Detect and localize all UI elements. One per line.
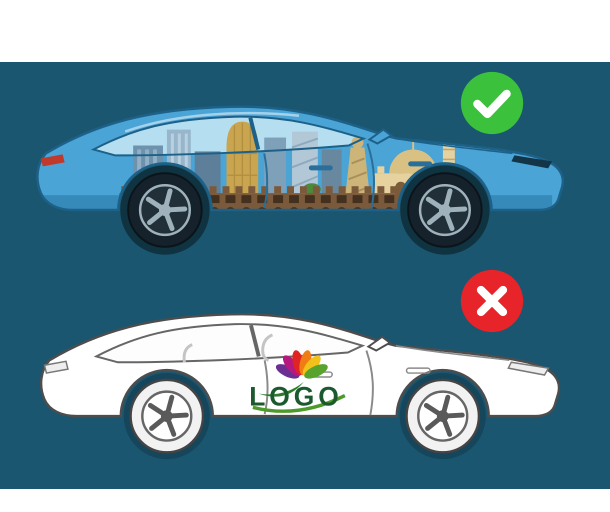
- b-pillar: [248, 117, 261, 150]
- b-pillar: [249, 324, 261, 357]
- cross-icon: [459, 268, 525, 334]
- front-wheel: [399, 373, 486, 460]
- plain-car-illustration: LOGO: [39, 312, 561, 460]
- roof-highlight: [124, 111, 300, 133]
- hood-line: [395, 344, 510, 362]
- door-handle: [408, 161, 432, 167]
- front-wheel: [400, 165, 490, 255]
- wrapped-car-illustration: [36, 105, 565, 255]
- door-handle: [308, 165, 333, 171]
- check-icon: [459, 70, 525, 136]
- car-body-outline: [36, 105, 565, 212]
- taillight: [40, 154, 65, 167]
- logo-leaf-icon: [258, 350, 328, 397]
- illustration-panel: LOGO: [0, 62, 610, 489]
- rear-wheel: [123, 373, 210, 460]
- hood-line: [397, 137, 513, 155]
- door-handle: [405, 367, 431, 374]
- check-mark: [473, 89, 511, 119]
- rear-wheel: [120, 165, 210, 255]
- headlight: [511, 155, 553, 169]
- cross-mark: [476, 285, 508, 317]
- headlight: [507, 361, 550, 376]
- logo-decal: LOGO: [249, 350, 346, 413]
- door-seam: [365, 350, 374, 416]
- taillight: [43, 360, 69, 374]
- door-seam: [366, 143, 376, 210]
- logo-swoosh: [252, 394, 346, 413]
- seat-outlines: [182, 333, 274, 363]
- side-mirror: [367, 128, 394, 145]
- check-circle: [460, 71, 524, 135]
- door-seam: [263, 153, 269, 209]
- logo-text: LOGO: [249, 381, 342, 411]
- glass-outline: [90, 115, 367, 157]
- side-mirror: [366, 335, 392, 352]
